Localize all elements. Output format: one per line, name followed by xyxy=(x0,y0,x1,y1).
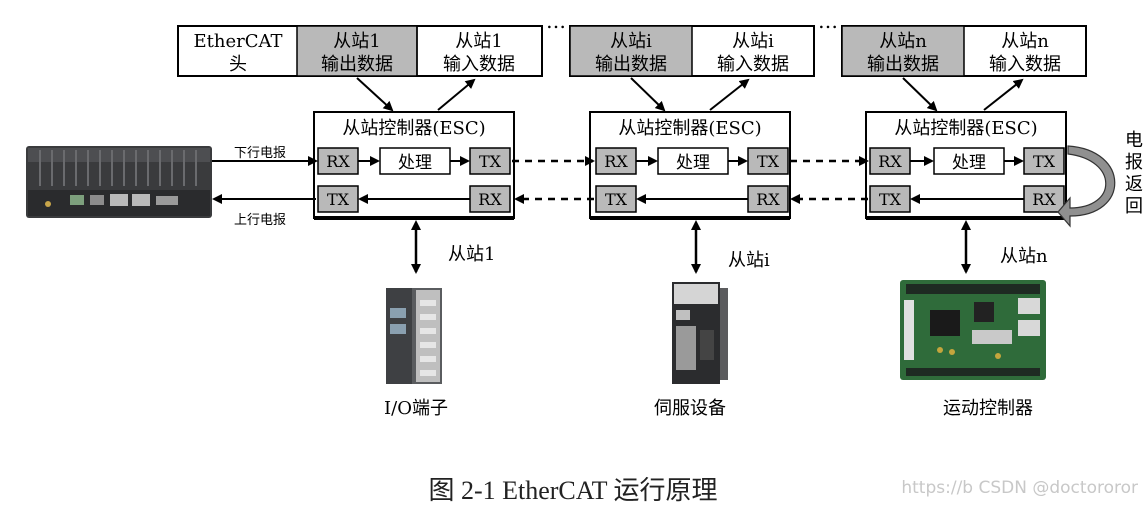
device-arrows xyxy=(411,220,971,274)
svg-text:TX: TX xyxy=(757,152,780,171)
svg-text:RX: RX xyxy=(326,152,350,171)
svg-text:RX: RX xyxy=(1032,190,1056,209)
rx-port xyxy=(1023,185,1065,213)
slave-i-label: 从站i xyxy=(728,250,770,271)
frame-cell-2-line1: 从站1 xyxy=(455,31,502,52)
frame-header-line2: 头 xyxy=(229,54,247,75)
return-label-2: 报 xyxy=(1125,152,1143,173)
frame-cell-1-line1: 从站1 xyxy=(333,31,380,52)
motion-controller-image xyxy=(900,280,1046,380)
frame-ellipsis-2: … xyxy=(818,9,838,33)
slave-1-label: 从站1 xyxy=(448,244,495,265)
rx-port xyxy=(317,147,359,175)
tx-port xyxy=(1023,147,1065,175)
frame-cell-3-line2: 输出数据 xyxy=(595,54,667,75)
svg-text:TX: TX xyxy=(327,190,350,209)
return-label-1: 电 xyxy=(1125,130,1143,151)
tx-port xyxy=(469,147,511,175)
frame-cell-2-line2: 输入数据 xyxy=(443,54,515,75)
master-links xyxy=(212,156,318,204)
downlink-label: 下行电报 xyxy=(234,146,286,161)
servo-drive-label: 伺服设备 xyxy=(654,398,726,419)
rx-port xyxy=(869,147,911,175)
return-label-3: 返 xyxy=(1125,174,1143,195)
process-block xyxy=(379,147,451,175)
frame-cell-5-line1: 从站n xyxy=(879,31,927,52)
frame-cell-6-line2: 输入数据 xyxy=(989,54,1061,75)
svg-text:TX: TX xyxy=(1033,152,1056,171)
svg-text:TX: TX xyxy=(879,190,902,209)
esc-title: 从站控制器(ESC) xyxy=(894,118,1037,139)
esc-title: 从站控制器(ESC) xyxy=(618,118,761,139)
rx-port xyxy=(469,185,511,213)
figure-caption: 图 2-1 EtherCAT 运行原理 xyxy=(428,476,718,505)
frame-cell-3-line1: 从站i xyxy=(610,31,652,52)
frame-esc-arrows xyxy=(356,77,1024,112)
svg-text:TX: TX xyxy=(479,152,502,171)
esc-slave-1: 从站控制器(ESC) RX 处理 TX TX RX xyxy=(313,111,515,220)
rx-port xyxy=(595,147,637,175)
esc-slave-i: 从站控制器(ESC) RX 处理 TX TX RX xyxy=(589,111,791,220)
frame-cell-5-line2: 输出数据 xyxy=(867,54,939,75)
frame-cell-4-line1: 从站i xyxy=(732,31,774,52)
return-label-4: 回 xyxy=(1125,196,1143,217)
motion-controller-label: 运动控制器 xyxy=(943,398,1033,419)
svg-text:处理: 处理 xyxy=(676,153,710,173)
frame-ellipsis-1: … xyxy=(546,9,566,33)
io-terminal-label: I/O端子 xyxy=(384,398,448,419)
frame-cell-1-line2: 输出数据 xyxy=(321,54,393,75)
tx-port xyxy=(747,147,789,175)
svg-text:RX: RX xyxy=(604,152,628,171)
frame-cell-4-line2: 输入数据 xyxy=(717,54,789,75)
esc-title: 从站控制器(ESC) xyxy=(342,118,485,139)
telegram-frame: EtherCAT 头 从站1 输出数据 从站1 输入数据 … 从站i 输出数据 … xyxy=(177,9,1087,77)
svg-text:TX: TX xyxy=(605,190,628,209)
io-terminal-image xyxy=(386,288,442,384)
uplink-label: 上行电报 xyxy=(234,213,286,228)
svg-text:RX: RX xyxy=(478,190,502,209)
master-pc-image xyxy=(26,146,212,218)
servo-drive-image xyxy=(672,282,728,384)
tx-port xyxy=(317,185,359,213)
svg-text:RX: RX xyxy=(878,152,902,171)
return-arrow xyxy=(1057,145,1116,228)
rx-port xyxy=(747,185,789,213)
svg-text:处理: 处理 xyxy=(398,153,432,173)
svg-text:处理: 处理 xyxy=(952,153,986,173)
tx-port xyxy=(595,185,637,213)
esc-links xyxy=(512,156,869,204)
esc-slave-n: 从站控制器(ESC) RX 处理 TX TX RX xyxy=(865,111,1067,220)
svg-text:RX: RX xyxy=(756,190,780,209)
watermark: https://b CSDN @doctororor xyxy=(901,478,1138,498)
frame-header-line1: EtherCAT xyxy=(193,31,282,52)
frame-cell-6-line1: 从站n xyxy=(1001,31,1049,52)
slave-n-label: 从站n xyxy=(1000,246,1048,267)
process-block xyxy=(933,147,1005,175)
